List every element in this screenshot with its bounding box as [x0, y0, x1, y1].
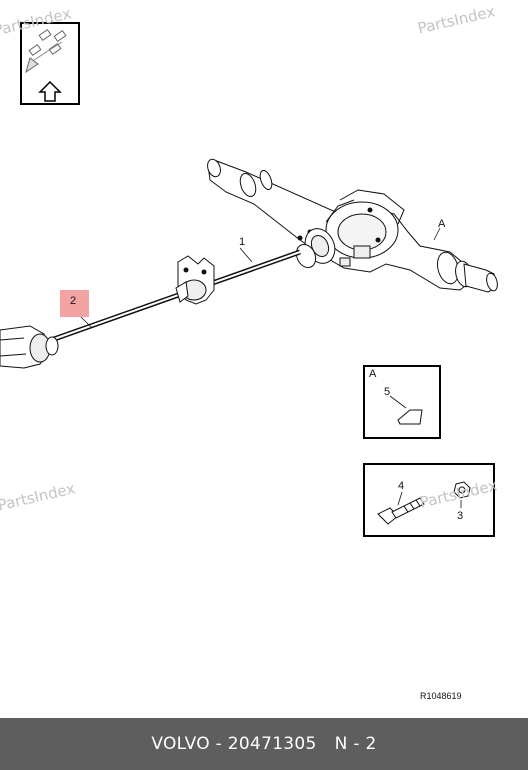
detail-label-a: A: [369, 368, 377, 380]
view-label-a: A: [438, 218, 446, 230]
parts-diagram: [0, 22, 498, 537]
center-bearing-support: [175, 255, 215, 305]
callout-3: 3: [457, 510, 464, 522]
nut-icon: [453, 481, 471, 499]
highlighted-callout-2: 2: [60, 290, 89, 317]
part-position: N - 2: [334, 734, 377, 754]
footer-bar: VOLVO - 20471305 N - 2: [0, 718, 528, 770]
part-title: VOLVO - 20471305: [151, 734, 317, 754]
reference-code: R1048619: [420, 691, 462, 701]
companion-flange: [295, 228, 336, 269]
direction-arrow-icon: [38, 80, 62, 102]
leader-lines: [79, 227, 462, 508]
callout-5: 5: [384, 386, 391, 398]
vehicle-outline-icon: [25, 28, 67, 74]
callout-1: 1: [239, 236, 246, 248]
bolt-icon: [377, 497, 425, 525]
detail-a-box: [363, 365, 441, 439]
shim-plate-icon: [397, 409, 423, 425]
front-universal-joint: [0, 325, 59, 369]
orientation-inset: [20, 22, 80, 105]
propeller-shaft: [39, 249, 301, 347]
callout-4: 4: [398, 480, 405, 492]
rear-axle-housing: [207, 158, 498, 293]
detail-fasteners-box: [363, 463, 495, 537]
callout-2: 2: [70, 295, 77, 307]
